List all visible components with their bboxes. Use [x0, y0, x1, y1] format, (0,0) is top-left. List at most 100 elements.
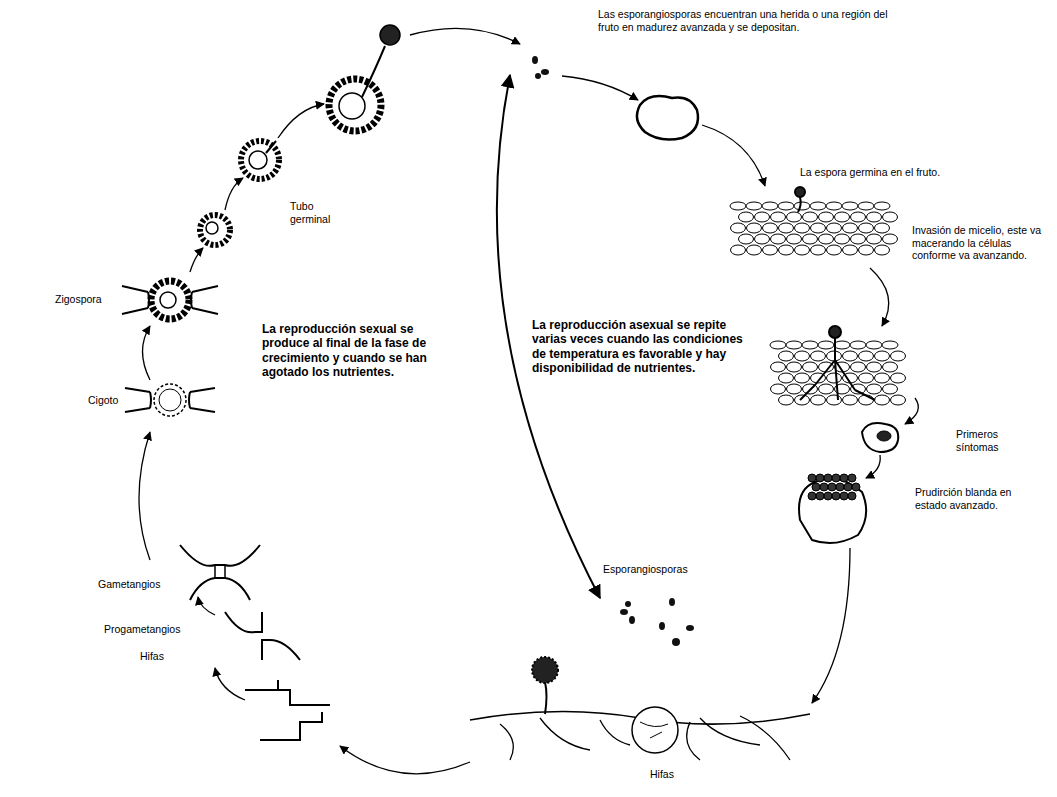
- plant-cell: [787, 212, 802, 222]
- sporangium: [824, 492, 832, 500]
- plant-cell: [795, 351, 810, 361]
- sporangia-cluster: [808, 474, 860, 500]
- cycle-arrow: [340, 746, 470, 774]
- plant-cell: [771, 384, 786, 394]
- germinating-zygospore: [380, 25, 400, 45]
- stage-label: Invasión de micelio, este va macerando l…: [912, 224, 1050, 262]
- substrate-hyphae: [640, 722, 668, 738]
- hyphae: [260, 712, 322, 740]
- hyphae: [245, 690, 330, 705]
- plant-cell: [787, 384, 802, 394]
- cycle-arrow: [812, 548, 850, 703]
- plant-cell: [787, 234, 802, 244]
- plant-cell: [891, 395, 906, 405]
- note-text: La reproducción sexual se produce al fin…: [262, 322, 442, 380]
- sporangium: [820, 483, 828, 491]
- plant-cell: [770, 341, 786, 349]
- plant-cell: [834, 341, 850, 349]
- plant-cell: [867, 234, 882, 244]
- plant-cell: [866, 341, 882, 349]
- cycle-arrow: [866, 455, 880, 478]
- sporangium: [816, 492, 824, 500]
- sporangiospores: [620, 598, 694, 646]
- plant-cell: [731, 223, 746, 233]
- germinating-zygospore: [206, 222, 218, 234]
- plant-cell: [827, 395, 842, 405]
- germinating-zygospore: [200, 215, 230, 245]
- gametangia: [180, 545, 260, 600]
- plant-cell: [883, 212, 898, 222]
- sporangium: [816, 474, 824, 482]
- sporangiospores: [629, 616, 635, 624]
- zygospore: [160, 292, 176, 308]
- stage-label: Esporangiosporas: [603, 563, 688, 576]
- plant-cell: [795, 223, 810, 233]
- sporangium: [808, 474, 816, 482]
- plant-cell: [811, 351, 826, 361]
- plant-cell: [794, 202, 810, 210]
- cycle-arrow: [139, 432, 150, 560]
- plant-cell: [859, 245, 874, 255]
- stage-label: Progametangios: [104, 623, 180, 636]
- substrate-hyphae: [545, 682, 547, 714]
- sporangiospores: [532, 56, 538, 64]
- sporangiospores: [535, 73, 541, 79]
- cycle-arrow: [198, 597, 215, 615]
- stage-label: Gametangios: [98, 578, 160, 591]
- plant-cell: [882, 341, 898, 349]
- plant-cell: [771, 212, 786, 222]
- plant-cell: [843, 351, 858, 361]
- plant-cell: [771, 362, 786, 372]
- plant-cell: [746, 202, 762, 210]
- plant-cell: [779, 373, 794, 383]
- plant-cell: [779, 245, 794, 255]
- substrate-hyphae: [470, 657, 810, 760]
- plant-cell: [795, 395, 810, 405]
- mycelium: [829, 326, 841, 338]
- cycle-arrow: [702, 125, 765, 186]
- plant-cell: [843, 223, 858, 233]
- mycelium: [800, 338, 875, 400]
- plant-cell: [843, 245, 858, 255]
- gametangia: [190, 578, 250, 600]
- plant-cell: [819, 384, 834, 394]
- sporangium: [824, 474, 832, 482]
- sporangium: [844, 483, 852, 491]
- germinating-zygospore: [339, 93, 365, 119]
- plant-cell: [891, 351, 906, 361]
- cycle-arrow: [410, 28, 520, 44]
- plant-cell: [763, 223, 778, 233]
- sporangium: [812, 483, 820, 491]
- sporangium: [848, 492, 856, 500]
- plant-cell: [867, 362, 882, 372]
- hyphae: [245, 680, 330, 740]
- plant-cell: [883, 234, 898, 244]
- plant-cell: [883, 362, 898, 372]
- sporangium: [852, 483, 860, 491]
- fruit-first-symptoms: [862, 423, 898, 452]
- plant-cell: [851, 234, 866, 244]
- stage-label: Zigospora: [55, 293, 102, 306]
- zygospore: [151, 281, 189, 319]
- plant-cell: [730, 202, 746, 210]
- cycle-arrow: [143, 326, 151, 380]
- sporangiospores: [532, 56, 549, 79]
- plant-cell: [875, 223, 890, 233]
- sporangiospores: [625, 601, 631, 607]
- zygote: [159, 389, 181, 411]
- germinating-zygospore: [362, 46, 385, 97]
- plant-cell: [755, 234, 770, 244]
- note-text: La reproducción asexual se repite varias…: [532, 318, 747, 376]
- fruit: [637, 96, 698, 139]
- plant-cell: [842, 202, 858, 210]
- plant-cell: [755, 212, 770, 222]
- plant-cell: [763, 245, 778, 255]
- plant-cell: [891, 373, 906, 383]
- germinating-zygospore: [200, 25, 400, 245]
- plant-cell: [874, 202, 890, 210]
- fruit-tissue: [730, 202, 898, 255]
- gametangia: [215, 565, 225, 578]
- plant-cell: [827, 373, 842, 383]
